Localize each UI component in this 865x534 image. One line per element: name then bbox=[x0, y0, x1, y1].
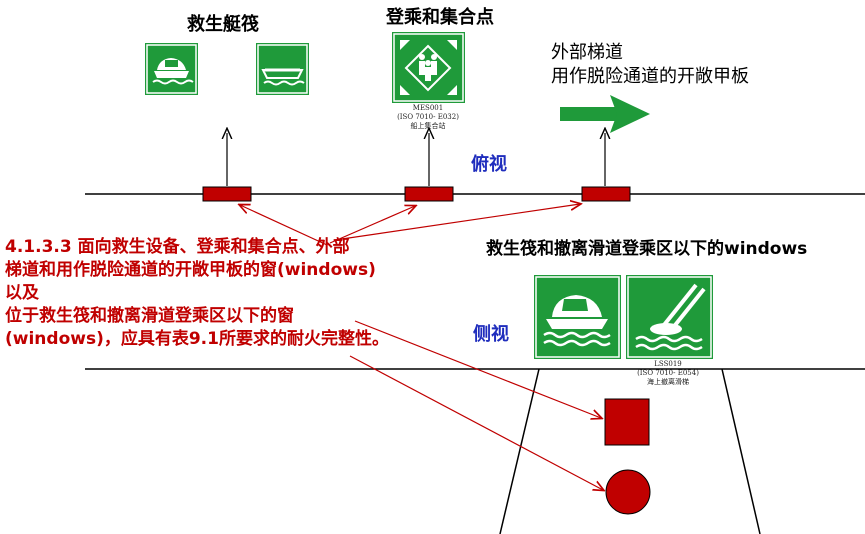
window-round bbox=[605, 469, 651, 515]
rescue-boat-sign bbox=[256, 43, 309, 95]
leader-arrow-2 bbox=[329, 206, 415, 244]
stair-title-line1: 外部梯道 bbox=[551, 42, 623, 63]
clause-line-5: (windows)，应具有表9.1所要求的耐火完整性。 bbox=[5, 329, 389, 349]
chute-cn: 海上撤离滑梯 bbox=[647, 378, 689, 386]
assembly-title: 登乘和集合点 bbox=[386, 7, 494, 28]
assembly-caption: MES001 (ISO 7010- E032) 船上集合站 bbox=[378, 104, 478, 131]
evacuation-chute-icon bbox=[627, 276, 712, 358]
assembly-iso: (ISO 7010- E032) bbox=[397, 113, 459, 121]
clause-line-1: 4.1.3.3 面向救生设备、登乘和集合点、外部 bbox=[5, 237, 350, 257]
lifeboat-icon bbox=[146, 44, 197, 94]
top-view-label: 俯视 bbox=[471, 154, 507, 175]
rescue-boat-icon bbox=[257, 44, 308, 94]
chute-iso: (ISO 7010- E054) bbox=[637, 369, 699, 377]
leader-arrow-5 bbox=[349, 355, 603, 490]
clause-line-3: 以及 bbox=[5, 283, 39, 303]
leader-arrow-4 bbox=[354, 320, 601, 418]
liferaft-icon bbox=[535, 276, 620, 358]
hull-right-line bbox=[721, 368, 761, 534]
lifeboat-title: 救生艇筏 bbox=[187, 14, 259, 35]
chute-code: LSS019 bbox=[654, 360, 682, 368]
hull-left-line bbox=[499, 368, 540, 534]
assembly-cn: 船上集合站 bbox=[410, 122, 446, 130]
chute-caption: LSS019 (ISO 7010- E054) 海上撤离滑梯 bbox=[618, 360, 718, 387]
window-marker-3 bbox=[581, 186, 631, 202]
evacuation-chute-sign bbox=[626, 275, 713, 359]
leader-arrow-1 bbox=[240, 205, 328, 246]
liferaft-sign bbox=[534, 275, 621, 359]
window-square bbox=[604, 398, 650, 446]
window-marker-1 bbox=[202, 186, 252, 202]
direction-arrow-icon bbox=[560, 95, 650, 133]
assembly-point-sign bbox=[392, 32, 465, 103]
leader-arrow-3 bbox=[334, 204, 580, 241]
window-marker-2 bbox=[404, 186, 454, 202]
clause-text: 4.1.3.3 面向救生设备、登乘和集合点、外部 梯道和用作脱险通道的开敞甲板的… bbox=[5, 236, 389, 351]
lifeboat-sign bbox=[145, 43, 198, 95]
assembly-point-icon bbox=[393, 33, 464, 102]
clause-line-4: 位于救生筏和撤离滑道登乘区以下的窗 bbox=[5, 306, 294, 326]
clause-line-2: 梯道和用作脱险通道的开敞甲板的窗(windows) bbox=[5, 260, 376, 280]
side-view-label: 侧视 bbox=[473, 324, 509, 345]
liferaft-chute-title: 救生筏和撤离滑道登乘区以下的windows bbox=[486, 239, 808, 259]
assembly-code: MES001 bbox=[412, 104, 444, 112]
stair-title-line2: 用作脱险通道的开敞甲板 bbox=[551, 66, 749, 87]
